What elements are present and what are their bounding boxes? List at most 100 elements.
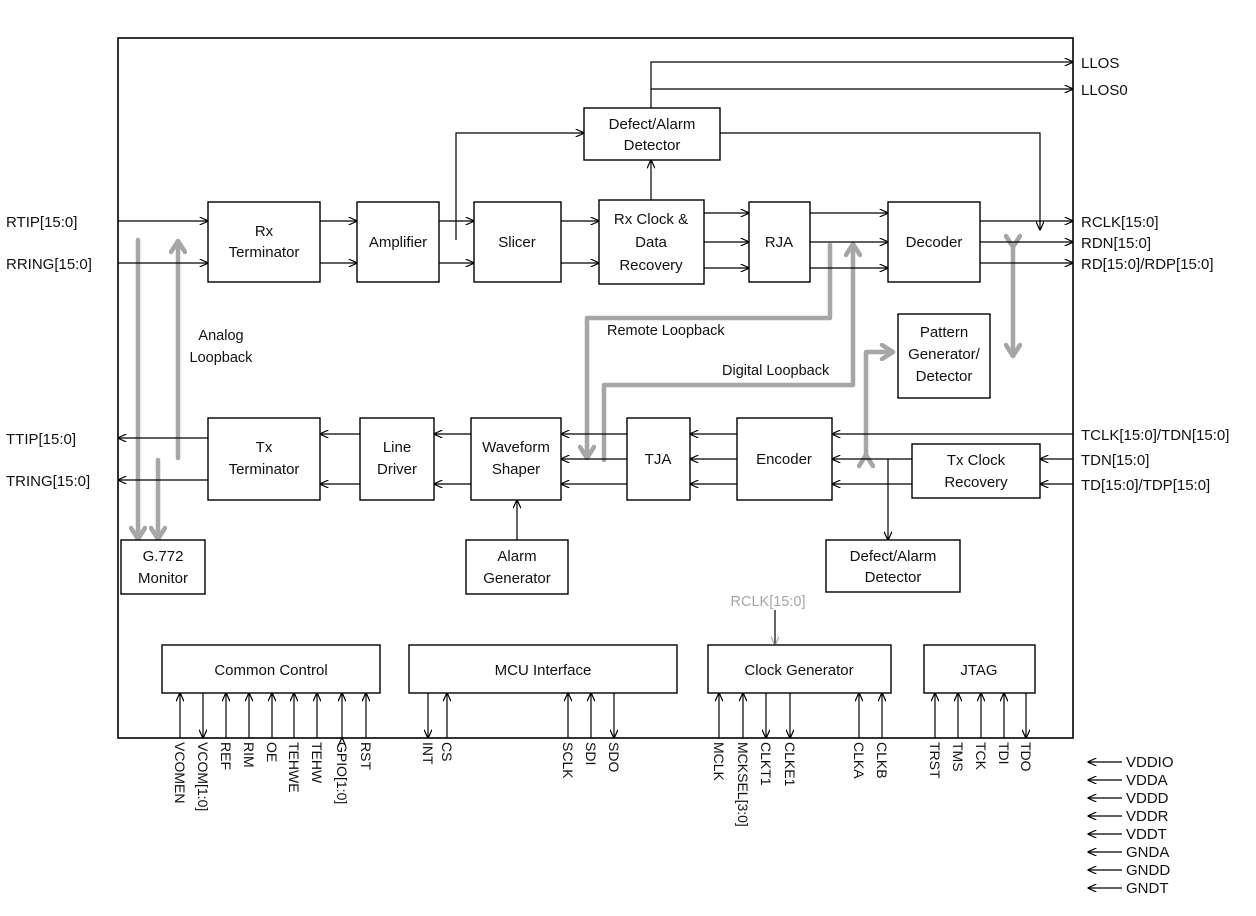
digital-loopback-label: Digital Loopback: [722, 363, 830, 379]
power-pin-gndt: GNDT: [1126, 880, 1169, 897]
svg-text:Amplifier: Amplifier: [369, 234, 427, 251]
bottom-pins: VCOMEN VCOM[1:0] REF RIM OE TEHWE TEHW GPIO[1:0…: [172, 693, 1034, 827]
pin-rim: RIM: [241, 742, 257, 768]
power-pin-vddr: VDDR: [1126, 808, 1169, 825]
svg-text:Encoder: Encoder: [756, 451, 812, 468]
pin-rdn: RDN[15:0]: [1081, 235, 1151, 252]
rx-wires: [118, 62, 1073, 268]
svg-text:Slicer: Slicer: [498, 234, 536, 251]
remote-loopback-path: [587, 242, 833, 457]
pin-tehwe: TEHWE: [286, 742, 302, 793]
power-pin-gnda: GNDA: [1126, 844, 1169, 861]
pin-rclk: RCLK[15:0]: [1081, 214, 1159, 231]
power-pin-gndd: GNDD: [1126, 862, 1170, 879]
loopback-paths: [138, 240, 1013, 538]
pin-rd-rdp: RD[15:0]/RDP[15:0]: [1081, 256, 1214, 273]
pin-vcomen: VCOMEN: [172, 742, 188, 803]
pin-rtip: RTIP[15:0]: [6, 214, 77, 231]
pin-sclk: SCLK: [560, 742, 576, 779]
decoder-block: Decoder: [887, 201, 981, 283]
pin-tdn: TDN[15:0]: [1081, 452, 1149, 469]
pin-tehw: TEHW: [309, 742, 325, 784]
pin-llos: LLOS: [1081, 55, 1119, 72]
pin-mcksel-3-0-: MCKSEL[3:0]: [735, 742, 751, 827]
pin-trst: TRST: [927, 742, 943, 779]
svg-text:Decoder: Decoder: [906, 234, 963, 251]
tx-wires: [118, 434, 1073, 645]
mcu-interface-block: MCU Interface: [408, 644, 678, 694]
pin-td-tdp: TD[15:0]/TDP[15:0]: [1081, 477, 1210, 494]
power-pin-vddt: VDDT: [1126, 826, 1167, 843]
pattern-encoder-link: [866, 352, 892, 456]
power-pin-vddio: VDDIO: [1126, 754, 1174, 771]
pin-vcom-1-0-: VCOM[1:0]: [195, 742, 211, 811]
pin-sdi: SDI: [583, 742, 599, 765]
svg-text:Clock Generator: Clock Generator: [744, 662, 853, 679]
pin-tring: TRING[15:0]: [6, 473, 90, 490]
pin-rst: RST: [358, 742, 374, 770]
pin-ttip: TTIP[15:0]: [6, 431, 76, 448]
pin-clka: CLKA: [851, 742, 867, 779]
svg-text:MCU Interface: MCU Interface: [495, 662, 592, 679]
pin-clke1: CLKE1: [782, 742, 798, 787]
svg-text:TJA: TJA: [645, 451, 672, 468]
digital-loopback-path: [601, 245, 853, 463]
common-control-block: Common Control: [161, 644, 381, 694]
power-pin-vddd: VDDD: [1126, 790, 1169, 807]
encoder-block: Encoder: [736, 417, 833, 501]
pin-clkt1: CLKT1: [758, 742, 774, 786]
rja-block: RJA: [748, 201, 811, 283]
pin-ref: REF: [218, 742, 234, 770]
pin-mclk: MCLK: [711, 742, 727, 782]
pin-llos0: LLOS0: [1081, 82, 1128, 99]
chip-outline: [117, 37, 1074, 739]
pin-oe: OE: [264, 742, 280, 762]
pin-gpio-1-0-: GPIO[1:0]: [334, 742, 350, 804]
pin-clkb: CLKB: [874, 742, 890, 779]
pin-rring: RRING[15:0]: [6, 256, 92, 273]
pin-tdo: TDO: [1018, 742, 1034, 772]
pin-tclk-tdn: TCLK[15:0]/TDN[15:0]: [1081, 427, 1229, 444]
pin-sdo: SDO: [606, 742, 622, 772]
pin-tms: TMS: [950, 742, 966, 772]
svg-text:RJA: RJA: [765, 234, 793, 251]
pin-tdi: TDI: [996, 742, 1012, 765]
svg-text:JTAG: JTAG: [960, 662, 997, 679]
power-pin-vdda: VDDA: [1126, 772, 1168, 789]
pin-int: INT: [420, 742, 436, 765]
svg-text:Common Control: Common Control: [214, 662, 327, 679]
clock-generator-block: Clock Generator: [707, 644, 892, 694]
amplifier-block: Amplifier: [356, 201, 440, 283]
slicer-block: Slicer: [473, 201, 562, 283]
tja-block: TJA: [626, 417, 691, 501]
rclk-feedback-label: RCLK[15:0]: [731, 594, 806, 610]
pin-tck: TCK: [973, 742, 989, 771]
remote-loopback-label: Remote Loopback: [607, 323, 725, 339]
jtag-block: JTAG: [923, 644, 1036, 694]
